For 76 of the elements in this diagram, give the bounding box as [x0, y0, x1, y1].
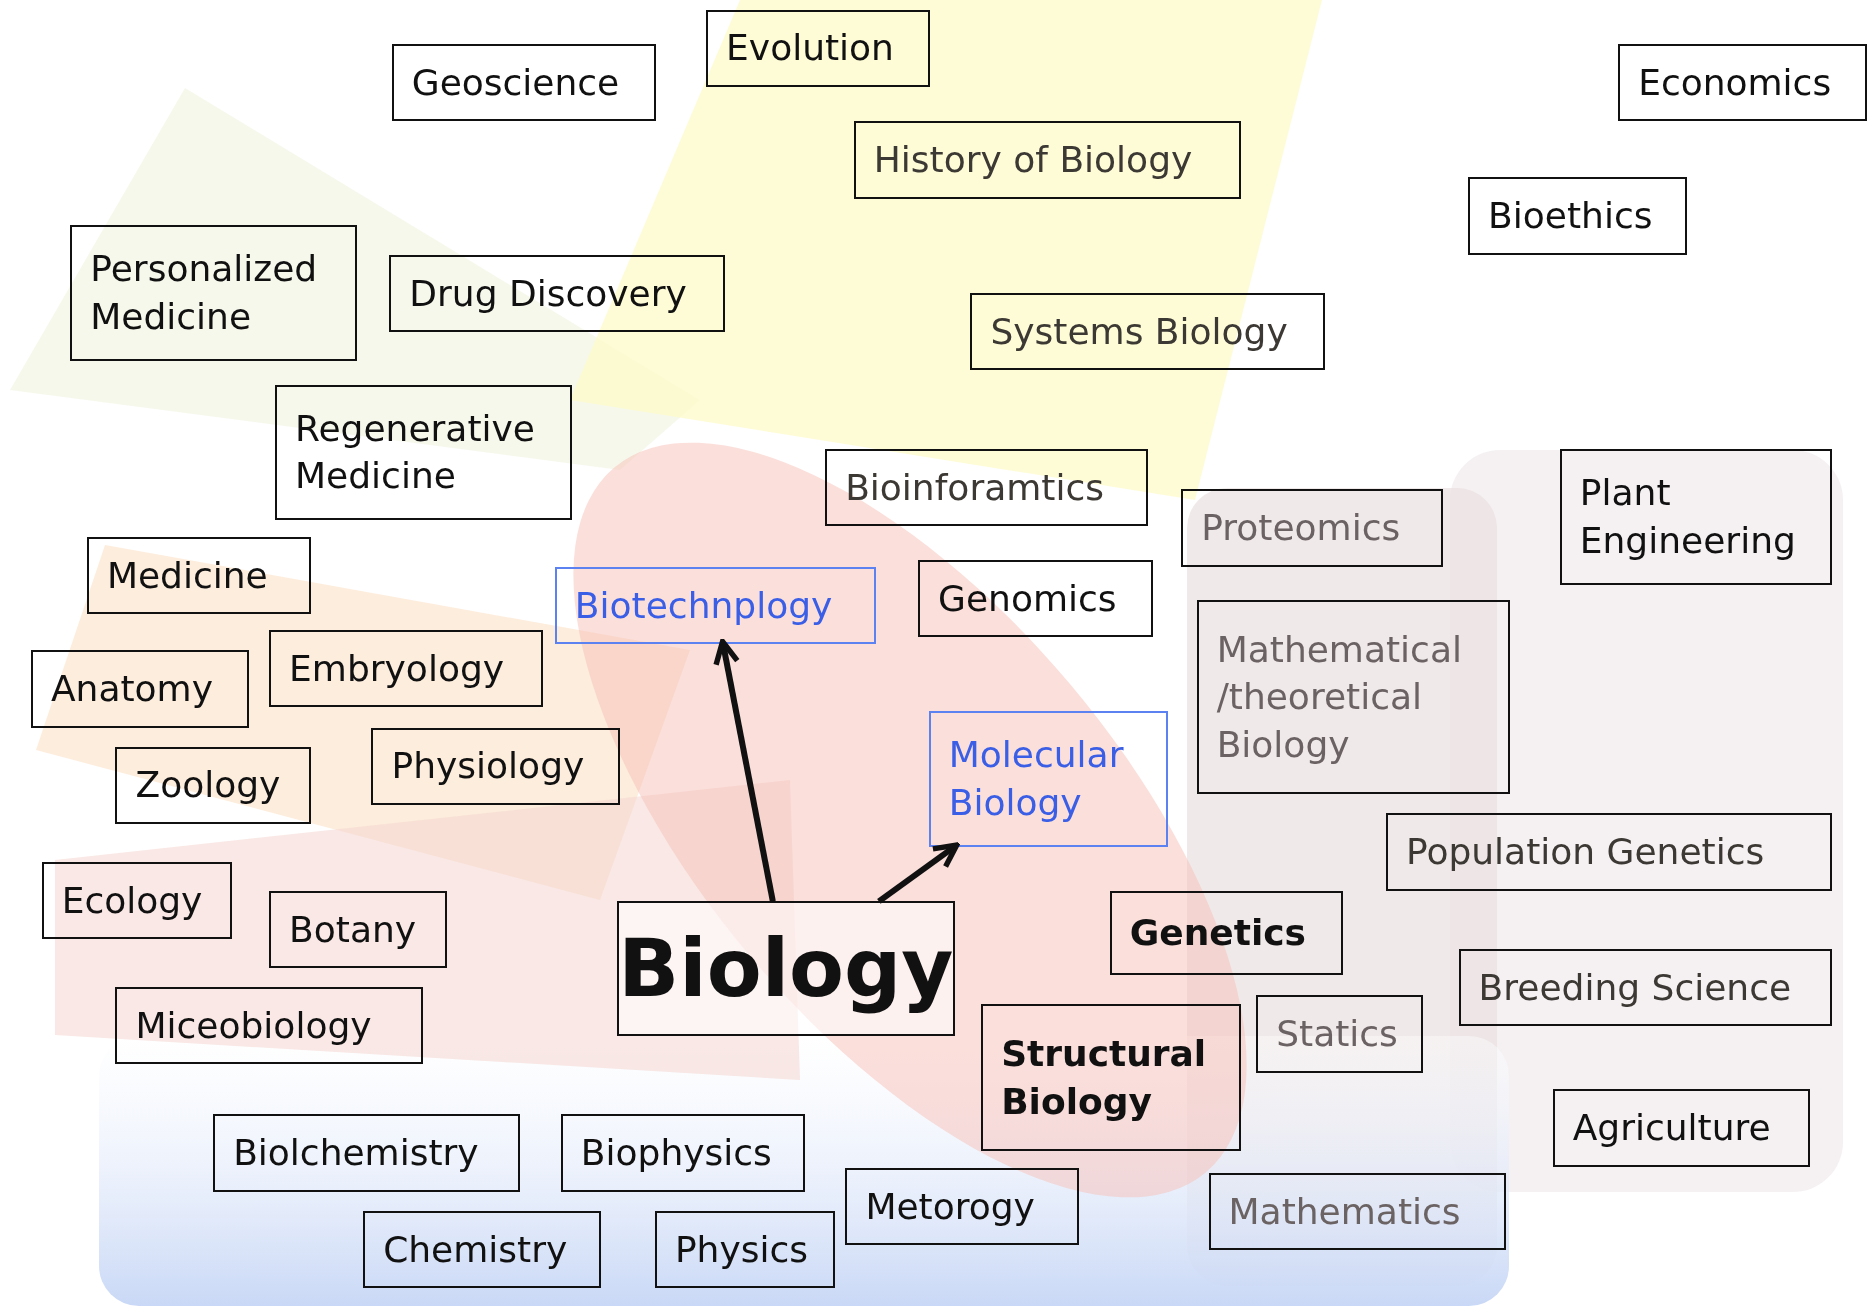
field-label: Zoology: [135, 763, 281, 808]
field-label: Metorogy: [865, 1185, 1035, 1229]
field-box: [654, 1210, 835, 1289]
field-label: Miceobiology: [135, 1004, 372, 1048]
field-box: [70, 225, 358, 361]
field-box: [1196, 600, 1510, 795]
field-box: [928, 710, 1169, 847]
field-box: [30, 650, 249, 728]
field-label: Biophysics: [580, 1131, 772, 1176]
field-box: [115, 746, 311, 824]
field-label: Biology: [618, 920, 954, 1017]
field-label: Evolution: [726, 26, 894, 71]
field-label: Economics: [1638, 61, 1832, 105]
field-box: [1618, 44, 1867, 122]
field-box: [825, 448, 1148, 527]
field-box: [560, 1114, 805, 1192]
field-label: Regenerative Medicine: [295, 406, 536, 499]
field-label: Bioethics: [1488, 194, 1653, 239]
field-label: Structural Biology: [1001, 1032, 1208, 1124]
field-box: [706, 9, 930, 87]
field-box: [1208, 1172, 1507, 1251]
field-box: [275, 384, 572, 521]
field-label: Physiology: [391, 744, 585, 789]
field-label: Botany: [289, 907, 417, 952]
field-label: Genetics: [1129, 911, 1307, 956]
field-label: Breeding Science: [1478, 965, 1792, 1010]
field-label: Bioinforamtics: [845, 465, 1104, 510]
field-box: [616, 901, 955, 1036]
field-label: Proteomics: [1201, 506, 1401, 551]
arrow: [713, 638, 776, 902]
field-label: Agriculture: [1572, 1106, 1771, 1151]
field-box: [363, 1210, 602, 1289]
field-box: [269, 890, 447, 968]
field-box: [213, 1114, 521, 1192]
field-box: [269, 629, 543, 708]
field-label: Mathematical /theoretical Biology: [1216, 627, 1463, 767]
field-label: Anatomy: [50, 667, 213, 712]
field-label: Molecular Biology: [948, 733, 1125, 825]
field-label: Personalized Medicine: [90, 247, 319, 339]
field-box: [86, 537, 311, 615]
field-box: [371, 727, 621, 805]
field-box: [1468, 177, 1688, 255]
field-label: Biotechnplogy: [574, 583, 833, 628]
field-box: [554, 566, 877, 645]
field-box: [981, 1003, 1241, 1152]
field-box: [845, 1168, 1079, 1246]
field-label: Genomics: [938, 576, 1117, 621]
field-label: Biolchemistry: [233, 1131, 479, 1176]
field-box: [1181, 489, 1444, 567]
field-label: Drug Discovery: [409, 271, 687, 316]
field-box: [391, 44, 657, 122]
field-box: [918, 559, 1153, 637]
field-box: [1256, 995, 1423, 1073]
field-box: [389, 254, 726, 333]
field-label: Statics: [1276, 1012, 1398, 1057]
field-label: Systems Biology: [990, 309, 1288, 354]
field-label: Embryology: [289, 646, 505, 691]
field-box: [115, 987, 423, 1065]
field-box: [1109, 890, 1344, 976]
field-label: Physics: [674, 1227, 808, 1272]
field-label: Population Genetics: [1405, 830, 1765, 875]
arrow: [877, 842, 960, 904]
field-label: Ecology: [61, 879, 203, 923]
field-box: [1559, 448, 1833, 585]
field-label: History of Biology: [873, 138, 1193, 183]
field-box: [1458, 948, 1833, 1027]
field-box: [1552, 1089, 1810, 1167]
field-label: Plant Engineering: [1579, 471, 1797, 563]
field-label: Geoscience: [411, 61, 620, 105]
field-box: [970, 292, 1326, 371]
field-box: [1385, 813, 1833, 891]
field-label: Mathematics: [1228, 1189, 1461, 1234]
field-label: Medicine: [106, 553, 268, 598]
field-box: [41, 862, 233, 940]
field-label: Chemistry: [383, 1227, 568, 1272]
field-box: [853, 121, 1241, 199]
